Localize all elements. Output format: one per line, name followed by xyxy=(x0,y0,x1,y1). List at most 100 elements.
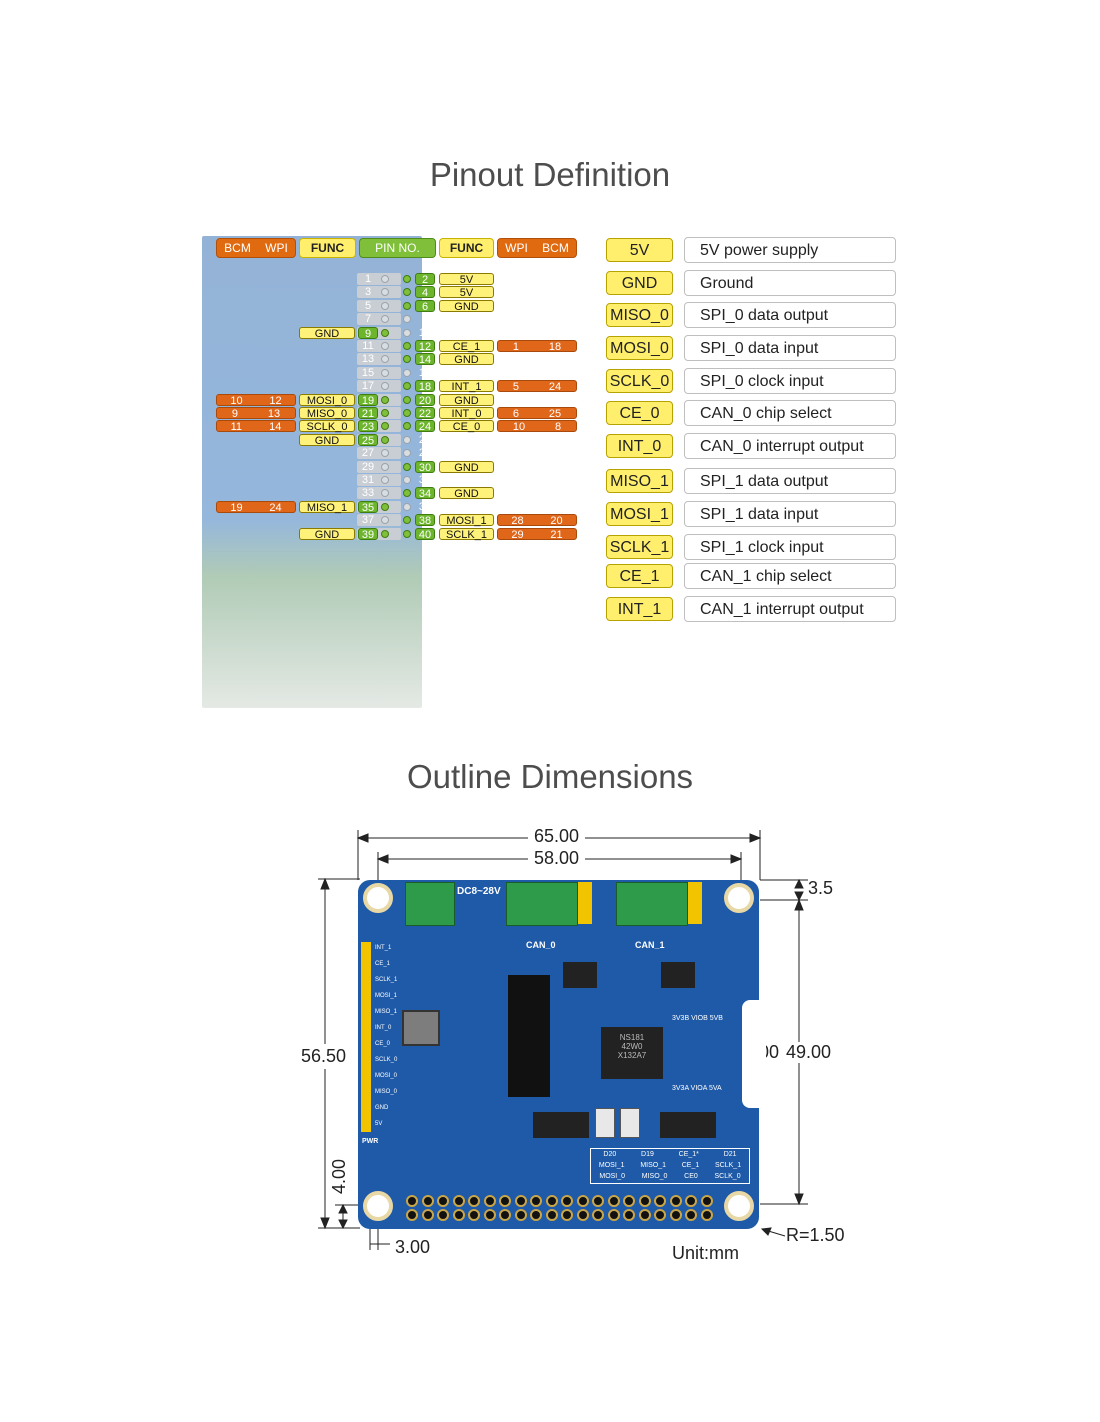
pin-right-func: INT_1 xyxy=(439,380,494,393)
gpio-pin xyxy=(607,1209,620,1221)
pin-dot xyxy=(403,288,411,297)
left-wpi: 24 xyxy=(269,501,282,514)
legend-key: MISO_1 xyxy=(606,469,673,493)
pin-dot xyxy=(403,435,411,444)
silk-cell: SCLK_1 xyxy=(715,1162,742,1169)
isolation-block xyxy=(508,975,550,1097)
pin-right-func: 5V xyxy=(439,273,494,286)
pin-dot xyxy=(381,489,389,498)
gpio-pin xyxy=(545,1195,558,1207)
gpio-pin xyxy=(406,1195,418,1207)
outline-title: Outline Dimensions xyxy=(406,758,694,795)
pin-dot xyxy=(403,502,411,511)
side-pin-label: 5V xyxy=(375,1121,383,1127)
gpio-pin xyxy=(576,1195,589,1207)
pin-number-odd: 15 xyxy=(361,366,375,379)
silk-cell: CE_1 xyxy=(681,1162,700,1169)
pin-number-even: 28 xyxy=(418,447,432,460)
pin-pair-strip xyxy=(357,460,401,473)
side-pin-label: MISO_1 xyxy=(375,1009,398,1015)
gpio-pin xyxy=(468,1195,480,1207)
gpio-pin xyxy=(638,1209,651,1221)
pin-right-func: GND xyxy=(439,353,494,366)
pin-left-func: MOSI_0 xyxy=(299,393,355,407)
pin-number-odd: 21 xyxy=(358,407,378,420)
legend-description: Ground xyxy=(684,270,896,296)
pin-dot xyxy=(381,328,389,337)
header-left-bcm: BCM xyxy=(224,241,251,255)
pin-pair-strip xyxy=(357,299,401,312)
side-pin-label: CE_0 xyxy=(375,1041,391,1047)
pin-number-even: 22 xyxy=(415,407,435,420)
pin-pair-strip xyxy=(357,474,401,486)
transceiver-1 xyxy=(661,962,695,988)
header-pin-no: PIN NO. xyxy=(359,238,436,258)
pin-dot xyxy=(381,422,389,431)
right-bcm: 21 xyxy=(550,528,563,541)
gpio-pin xyxy=(514,1209,527,1221)
side-pin-label: SCLK_0 xyxy=(375,1057,398,1063)
pin-pair-strip xyxy=(357,286,401,299)
pin-dot xyxy=(403,395,411,404)
pin-left-bcm-wpi: 9 13 xyxy=(216,407,296,420)
can-controller-1 xyxy=(660,1112,716,1138)
transceiver-0 xyxy=(563,962,597,988)
inductor xyxy=(402,1010,440,1046)
side-pin-label: SCLK_1 xyxy=(375,977,398,983)
side-pin-label: MISO_0 xyxy=(375,1089,398,1095)
vio-b-label: 3V3B VIOB 5VB xyxy=(672,1015,723,1022)
pin-right-func: GND xyxy=(439,393,494,407)
header-wpi-bcm-right: WPI BCM xyxy=(497,238,577,258)
pin-number-odd: 7 xyxy=(364,313,372,326)
pin-number-odd: 3 xyxy=(364,286,372,299)
gpio-pin xyxy=(452,1209,465,1221)
pin-dot xyxy=(381,355,389,364)
gpio-pin xyxy=(437,1195,449,1207)
gpio-pin xyxy=(483,1209,496,1221)
pin-number-odd: 1 xyxy=(364,273,372,285)
legend-key: 5V xyxy=(606,238,673,262)
pin-number-odd: 39 xyxy=(358,527,378,541)
gpio-pin xyxy=(452,1195,465,1207)
left-bcm: 19 xyxy=(230,501,243,514)
legend-description: CAN_0 interrupt output xyxy=(684,433,896,459)
pin-dot xyxy=(403,275,411,283)
pin-dot xyxy=(403,355,411,364)
pin-number-odd: 25 xyxy=(358,433,378,447)
pin-left-func: MISO_0 xyxy=(299,407,355,420)
pin-right-func: CE_1 xyxy=(439,340,494,353)
left-bcm: 9 xyxy=(231,408,239,420)
pin-dot xyxy=(403,422,411,431)
legend-key: INT_0 xyxy=(606,434,673,458)
legend-key: MOSI_0 xyxy=(606,336,673,360)
gpio-pin xyxy=(638,1195,651,1207)
silk-cell: MISO_1 xyxy=(640,1162,666,1169)
pin-number-even: 12 xyxy=(415,340,435,353)
pin-dot xyxy=(381,301,389,310)
pwr-label: PWR xyxy=(362,1138,379,1145)
can-controller-0 xyxy=(533,1112,589,1138)
side-pin-label: MOSI_0 xyxy=(375,1073,398,1079)
pin-dot xyxy=(381,315,389,324)
pin-dot xyxy=(381,502,389,511)
gpio-pin xyxy=(499,1195,511,1207)
pin-pair-strip xyxy=(357,313,401,326)
can1-jumper xyxy=(688,882,702,924)
pin-number-even: 6 xyxy=(415,299,435,313)
pin-number-odd: 31 xyxy=(361,474,375,486)
legend-key: INT_1 xyxy=(606,597,673,621)
pin-dot xyxy=(403,315,411,324)
gpio-pin xyxy=(685,1195,697,1207)
gpio-pin xyxy=(545,1209,558,1221)
mount-hole-bottom-left xyxy=(363,1191,393,1221)
gpio-pin xyxy=(669,1209,682,1221)
pin-number-odd: 9 xyxy=(358,326,378,340)
pin-dot xyxy=(403,462,411,471)
left-wpi: 13 xyxy=(267,408,281,420)
pin-right-func: SCLK_1 xyxy=(439,527,494,541)
